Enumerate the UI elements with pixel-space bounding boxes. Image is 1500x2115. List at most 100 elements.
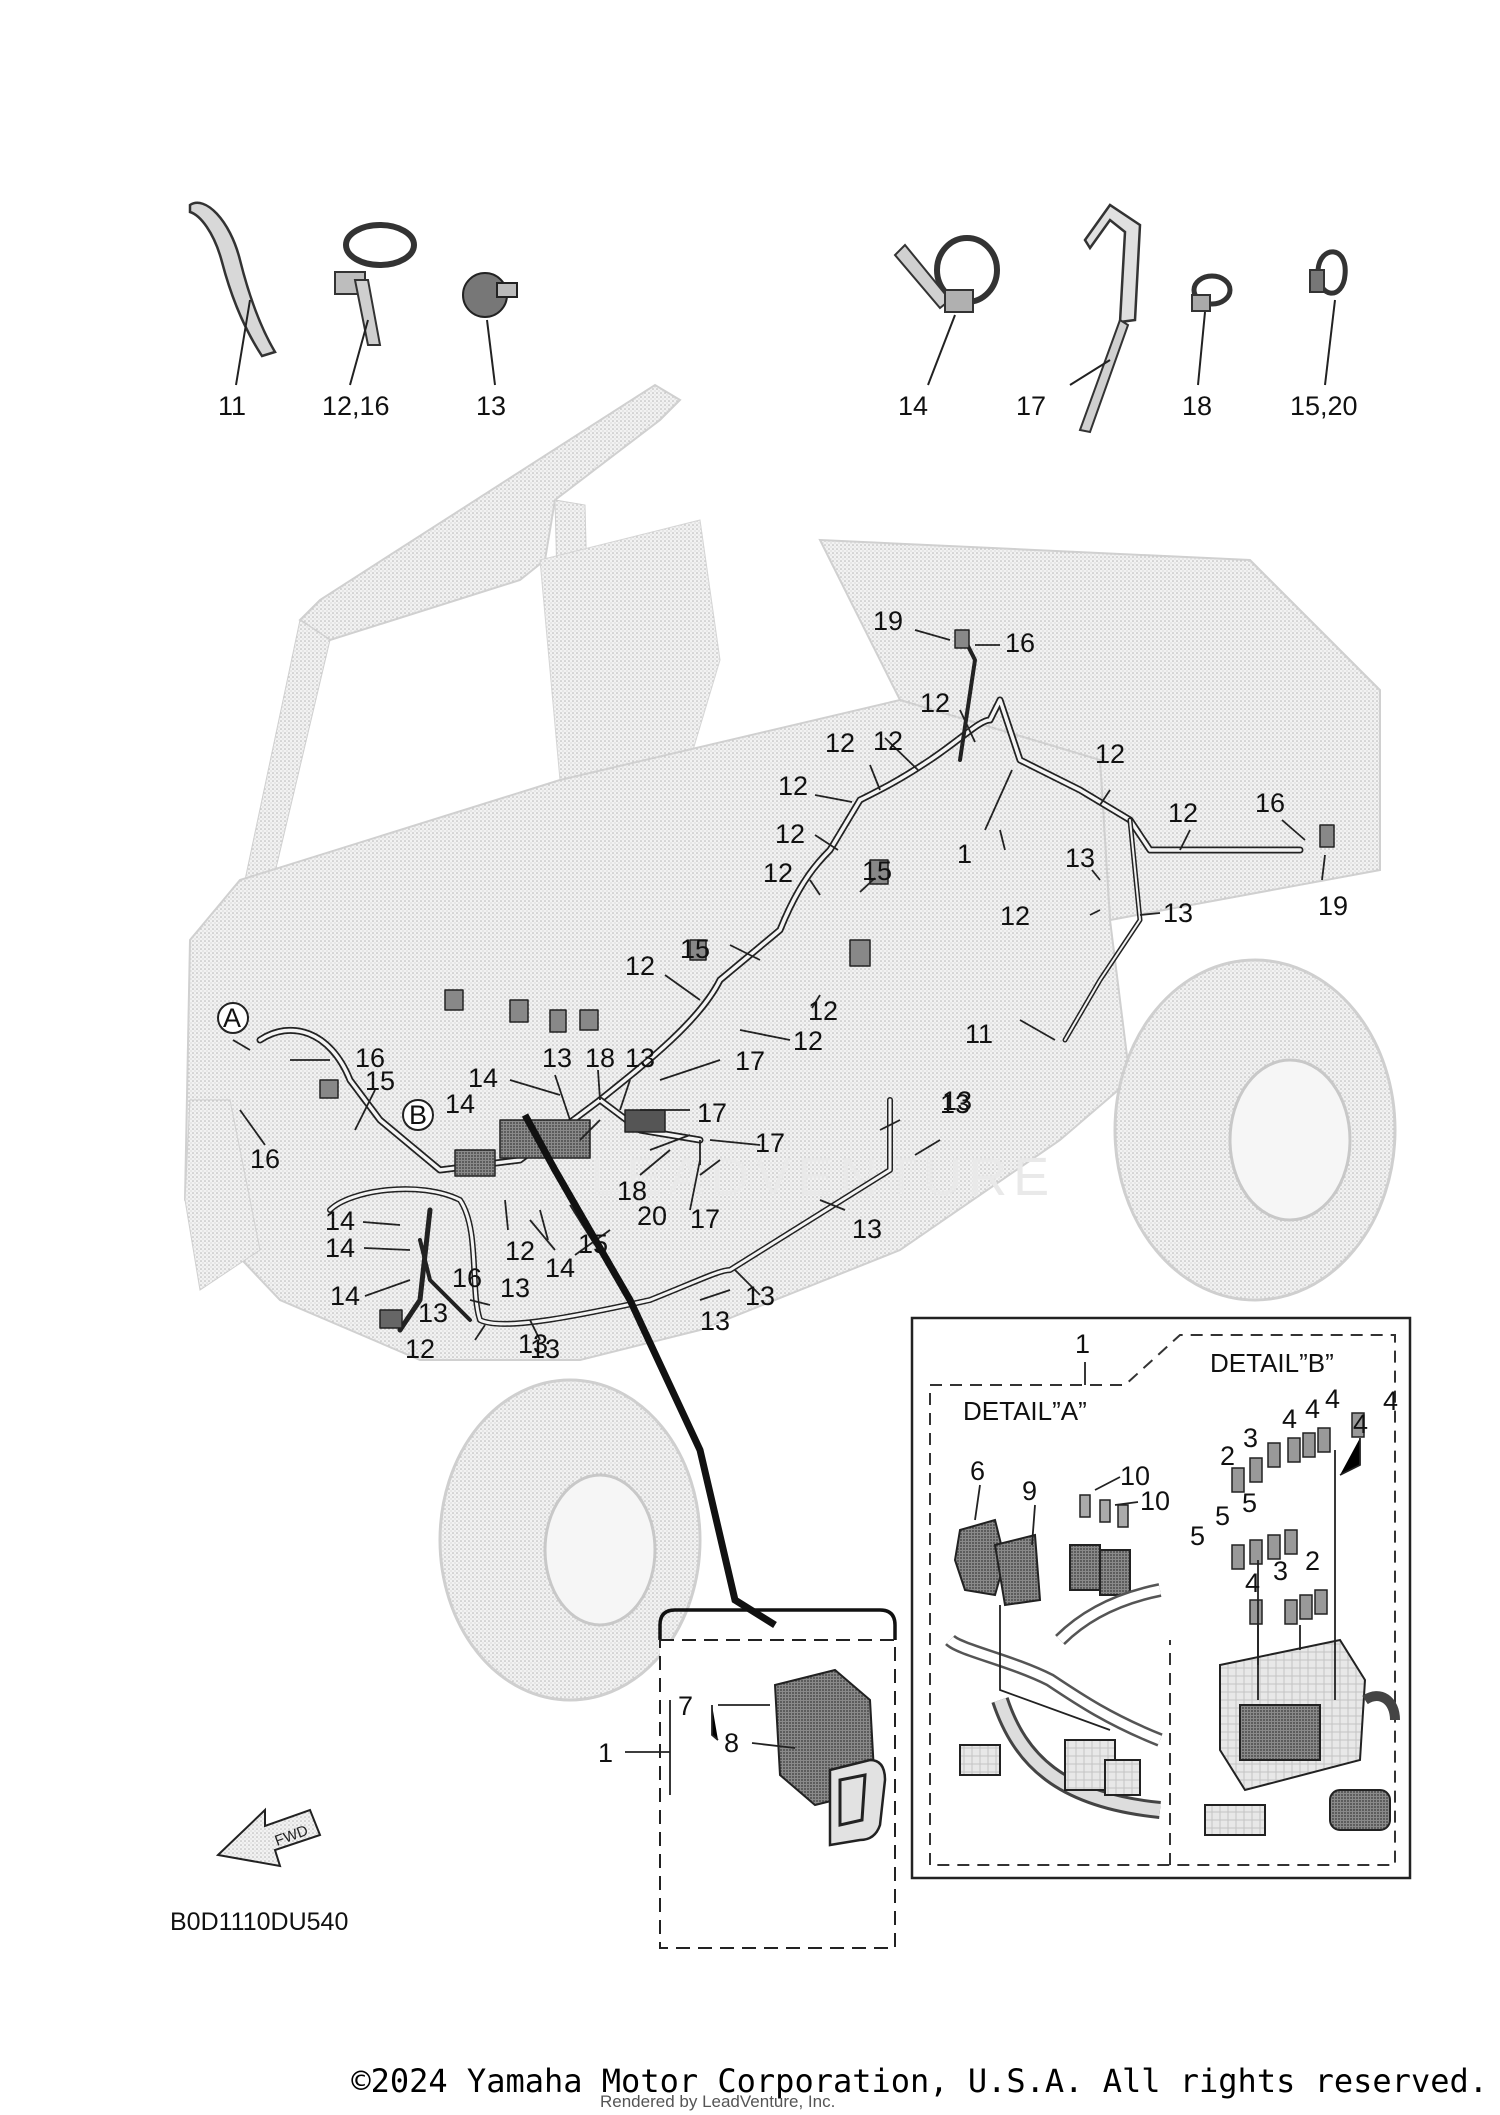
callout: 13	[700, 1306, 730, 1336]
holder-tie-icon	[893, 235, 1000, 386]
callout: 15	[680, 934, 710, 964]
callout: 15	[365, 1066, 395, 1096]
callout: 12	[778, 771, 808, 801]
detail-callout-4: 4	[1353, 1409, 1368, 1439]
detail-callout-10: 10	[1140, 1486, 1170, 1516]
callout: 12	[873, 726, 903, 756]
callout: 16	[1005, 628, 1035, 658]
detail-callout-4: 4	[1282, 1404, 1297, 1434]
callout: 13	[418, 1298, 448, 1328]
callout: 13	[518, 1329, 548, 1359]
svg-text:A: A	[223, 1003, 241, 1033]
callout: 12	[1000, 901, 1030, 931]
detail-callout-9: 9	[1022, 1476, 1037, 1506]
callout: 12	[625, 951, 655, 981]
front-bumper	[184, 1099, 261, 1291]
callout: 13	[542, 1043, 572, 1073]
detail-callout-5b: 5	[1190, 1521, 1205, 1551]
detail-b-fusebox	[1204, 1412, 1400, 1836]
top-part-label-18: 18	[1182, 391, 1212, 421]
detail-b-title: DETAIL”B”	[1210, 1348, 1334, 1378]
callout: 14	[445, 1089, 475, 1119]
detail-callout-3b: 3	[1273, 1556, 1288, 1586]
callout: 14	[325, 1233, 355, 1263]
callout: 14	[545, 1253, 575, 1283]
top-part-label-14: 14	[898, 391, 928, 421]
callout: 14	[325, 1206, 355, 1236]
top-part-label-17: 17	[1016, 391, 1046, 421]
watermark-text: LEADVENTURE	[590, 1147, 1055, 1207]
callout: 12	[1095, 739, 1125, 769]
callout: 12	[808, 996, 838, 1026]
top-part-label-11: 11	[218, 391, 246, 421]
callout: 13	[1163, 898, 1193, 928]
detail-callout-4: 4	[1305, 1394, 1320, 1424]
relay-callout-8: 8	[724, 1728, 739, 1758]
front-wheel	[438, 1378, 702, 1702]
fuse-row-middle	[1231, 1529, 1298, 1570]
detail-callout-4b: 4	[1245, 1568, 1260, 1598]
callout: 12	[775, 819, 805, 849]
callout: 17	[755, 1128, 785, 1158]
rear-wheel	[1113, 958, 1397, 1302]
callout: 18	[617, 1176, 647, 1206]
long-cable-tie-icon	[1069, 203, 1142, 434]
callout: 18	[585, 1043, 615, 1073]
callout: 16	[355, 1043, 385, 1073]
callout: 12	[405, 1334, 435, 1364]
callout-leader-lines	[232, 629, 1326, 1341]
rendered-by-text: Rendered by LeadVenture, Inc.	[600, 2092, 836, 2111]
callout: 12	[1168, 798, 1198, 828]
callout: 13	[852, 1214, 882, 1244]
detail-callout-2: 2	[1220, 1441, 1235, 1471]
callout: 12	[763, 858, 793, 888]
callout: 12	[825, 728, 855, 758]
relay-callout-7: 7	[678, 1691, 693, 1721]
callout: 17	[690, 1204, 720, 1234]
relay-icon	[773, 1668, 887, 1847]
top-part-label-13: 13	[476, 391, 506, 421]
copyright-notice: ©2024 Yamaha Motor Corporation, U.S.A. A…	[351, 2062, 1488, 2100]
detail-callout-4: 4	[1325, 1384, 1340, 1414]
callout: 16	[1255, 788, 1285, 818]
vehicle-body	[183, 698, 1132, 1361]
harness-front-left	[418, 1238, 472, 1322]
detail-callout-10: 10	[1120, 1461, 1150, 1491]
roll-cage	[298, 383, 682, 642]
callout: 19	[873, 606, 903, 636]
roll-cage-pillar-front	[244, 619, 331, 886]
detail-callout-4: 4	[1383, 1386, 1398, 1416]
band-clip-icon	[1309, 249, 1348, 386]
callout: 12	[920, 688, 950, 718]
callout: 12	[793, 1026, 823, 1056]
callout: 14	[468, 1063, 498, 1093]
callout: 13	[530, 1334, 560, 1364]
diagram-code: B0D1110DU540	[170, 1908, 348, 1936]
fwd-arrow: FWD	[215, 1807, 322, 1868]
callout: 11	[965, 1019, 993, 1049]
detail-callout-5: 5	[1215, 1501, 1230, 1531]
top-part-label-15-20: 15,20	[1290, 391, 1358, 421]
detail-a-relays	[945, 1494, 1163, 1819]
callout: 15	[862, 856, 892, 886]
clip-icon	[462, 272, 518, 386]
detail-callout-2b: 2	[1305, 1546, 1320, 1576]
callout: 13	[625, 1043, 655, 1073]
detail-callout-5: 5	[1242, 1488, 1257, 1518]
harness-front-drop	[397, 1207, 433, 1333]
cable-tie-icon	[188, 201, 277, 386]
callout: 16	[250, 1144, 280, 1174]
detail-callout-6: 6	[970, 1456, 985, 1486]
callout: 17	[697, 1098, 727, 1128]
callout: 13	[940, 1089, 970, 1119]
callout: 19	[1318, 891, 1348, 921]
callout: 12	[505, 1236, 535, 1266]
callout: 13	[1065, 843, 1095, 873]
ref-circle-a: A	[217, 1002, 249, 1034]
svg-text:B: B	[409, 1100, 427, 1130]
callout: 13	[745, 1281, 775, 1311]
band-clamp-icon	[334, 222, 417, 386]
detail-callout-3: 3	[1243, 1423, 1258, 1453]
fuse-row-top	[1231, 1412, 1365, 1493]
